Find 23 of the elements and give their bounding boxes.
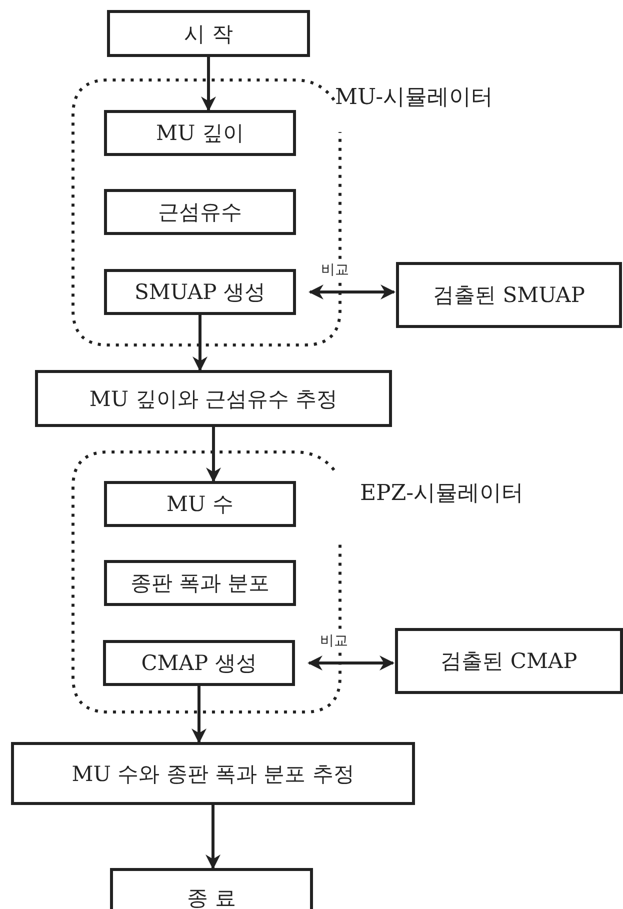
arrow <box>206 805 220 870</box>
process-box: 검출된 SMUAP <box>396 262 622 328</box>
process-box: 종판 폭과 분포 <box>104 560 296 606</box>
edge-label: 비교 <box>319 633 349 649</box>
arrow <box>206 427 221 482</box>
process-box: MU 수 <box>104 481 296 527</box>
arrow <box>192 315 208 372</box>
group-title: MU-시뮬레이터 <box>335 86 494 110</box>
process-box: 검출된 CMAP <box>395 628 623 694</box>
process-box: SMUAP 생성 <box>104 269 296 315</box>
process-box: MU 깊이와 근섬유수 추정 <box>35 370 392 427</box>
edge-label: 비교 <box>320 262 350 278</box>
process-box: MU 수와 종판 폭과 분포 추정 <box>11 742 415 805</box>
arrow <box>201 57 216 112</box>
arrow <box>308 656 394 670</box>
process-box: CMAP 생성 <box>103 640 295 686</box>
arrow <box>192 686 206 744</box>
process-box: 근섬유수 <box>104 189 296 235</box>
terminal-box: 종 료 <box>110 868 313 909</box>
process-box: MU 깊이 <box>104 110 296 156</box>
arrow <box>308 284 396 300</box>
group-title: EPZ-시뮬레이터 <box>360 482 524 506</box>
terminal-box: 시 작 <box>107 10 310 57</box>
